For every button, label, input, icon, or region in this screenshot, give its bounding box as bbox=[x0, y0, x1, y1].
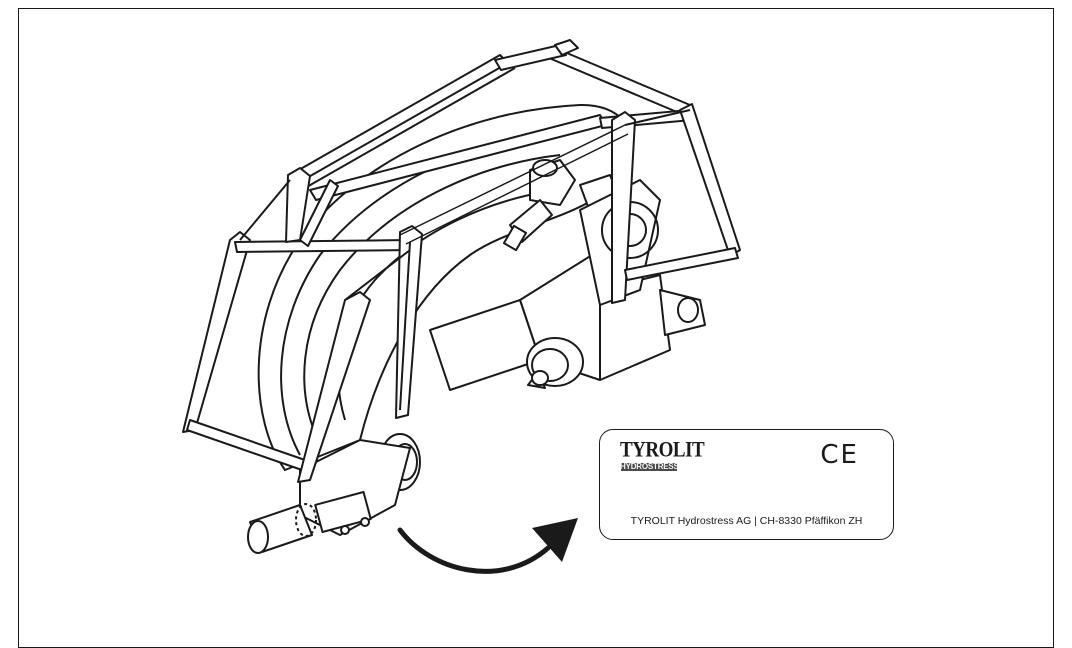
sub-brand-name: HYDROSTRESS bbox=[620, 462, 679, 471]
wheel-rim-inner bbox=[303, 154, 561, 441]
brand-bar bbox=[621, 463, 677, 471]
gear-body bbox=[429, 299, 541, 391]
ce-mark-icon: CE bbox=[820, 440, 859, 470]
wire-saw-machine-illustration bbox=[182, 39, 741, 574]
brand-name: TYROLIT bbox=[620, 438, 705, 463]
manufacturer-address: TYROLIT Hydrostress AG | CH-8330 Pfäffik… bbox=[630, 515, 863, 527]
nameplate: TYROLIT HYDROSTRESS CE TYROLIT Hydrostre… bbox=[599, 429, 894, 540]
curved-arrow-icon bbox=[397, 518, 578, 574]
protective-cage bbox=[182, 39, 741, 483]
tyrolit-logo: TYROLIT HYDROSTRESS bbox=[620, 438, 706, 478]
